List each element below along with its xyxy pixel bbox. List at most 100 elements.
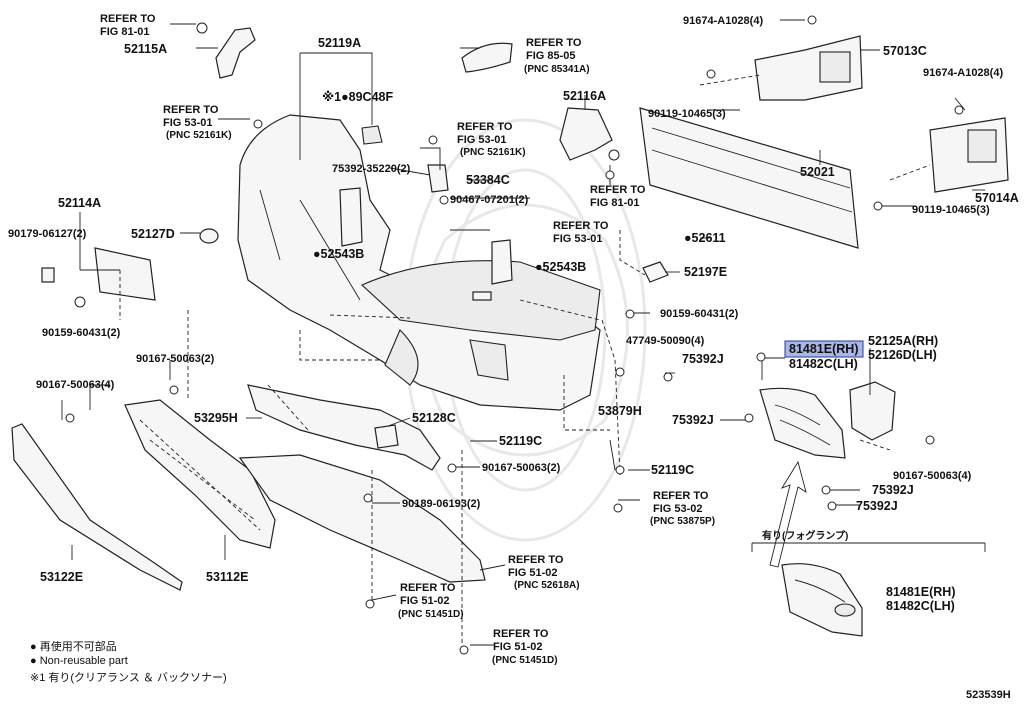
label-75392-35220[interactable]: 75392-35220(2) (332, 163, 411, 175)
lower-frame-53295h[interactable] (247, 384, 441, 471)
label-refer-81-01-b-1[interactable]: REFER TO (590, 184, 646, 196)
washer-cap[interactable] (461, 42, 513, 73)
label-refer-53-02-3[interactable]: (PNC 53875P) (650, 516, 715, 527)
label-refer-85-05-2[interactable]: FIG 85-05 (526, 50, 576, 62)
label-53879h[interactable]: 53879H (598, 404, 642, 418)
label-refer-fig81-01-a-1[interactable]: REFER TO (100, 13, 156, 25)
label-90119-a[interactable]: 90119-10465(3) (648, 108, 726, 120)
grille-53112e[interactable] (124, 399, 276, 549)
label-90189[interactable]: 90189-06193(2) (402, 498, 481, 510)
label-53384c[interactable]: 53384C (466, 173, 510, 187)
label-90167-b[interactable]: 90167-50063(4) (36, 379, 115, 391)
label-90159-a[interactable]: 90159-60431(2) (660, 308, 739, 320)
label-52127d[interactable]: 52127D (131, 227, 175, 241)
label-52125a[interactable]: 52125A(RH) (868, 334, 938, 348)
label-53295h[interactable]: 53295H (194, 411, 238, 425)
label-52543b-b[interactable]: ●52543B (535, 260, 586, 274)
labels: REFER TO FIG 81-01 52115A 52119A ※1●89C4… (8, 13, 1019, 666)
label-refer-85-05-3[interactable]: (PNC 85341A) (524, 64, 590, 75)
fog-cover-81481e[interactable] (759, 387, 846, 459)
label-90179[interactable]: 90179-06127(2) (8, 228, 87, 240)
label-81482c-lh-a[interactable]: 81482C(LH) (789, 357, 858, 371)
label-52114a[interactable]: 52114A (58, 196, 101, 210)
cap-52128c[interactable] (374, 424, 399, 449)
label-52611[interactable]: ●52611 (684, 231, 726, 245)
sensor-89c48f[interactable] (361, 125, 383, 145)
cap-52127d[interactable] (199, 228, 219, 244)
label-refer-53-01-a-2[interactable]: FIG 53-01 (163, 117, 213, 129)
label-refer-53-01-a-3[interactable]: (PNC 52161K) (166, 130, 232, 141)
clip-53384c[interactable] (427, 164, 449, 193)
bracket-52116a[interactable] (559, 107, 620, 161)
label-47749[interactable]: 47749-50090(4) (626, 335, 705, 347)
label-52119c-b[interactable]: 52119C (651, 463, 694, 477)
label-52126d[interactable]: 52126D(LH) (868, 348, 937, 362)
label-52119c-a[interactable]: 52119C (499, 434, 542, 448)
label-81482c-lh-b[interactable]: 81482C(LH) (886, 599, 955, 613)
label-refer-53-01-a-1[interactable]: REFER TO (163, 104, 219, 116)
label-refer-51-02-a-1[interactable]: REFER TO (508, 554, 564, 566)
sensor-bracket-52543b-left[interactable] (339, 187, 363, 247)
bumper-cover-52119a[interactable] (237, 114, 601, 411)
label-refer-85-05-1[interactable]: REFER TO (526, 37, 582, 49)
label-81481e-rh-b[interactable]: 81481E(RH) (886, 585, 955, 599)
label-90167-c[interactable]: 90167-50063(2) (482, 462, 561, 474)
label-89c48f[interactable]: ※1●89C48F (322, 90, 393, 104)
label-90467[interactable]: 90467-07201(2) (450, 194, 529, 206)
clip-52197e[interactable] (642, 261, 669, 283)
label-57013c[interactable]: 57013C (883, 44, 927, 58)
label-refer-fig81-01-a-2[interactable]: FIG 81-01 (100, 26, 150, 38)
fog-cover-variant[interactable] (781, 563, 863, 637)
label-refer-53-01-b-2[interactable]: FIG 53-01 (457, 134, 507, 146)
label-53112e[interactable]: 53112E (206, 570, 248, 584)
label-refer-53-01-c-1[interactable]: REFER TO (553, 220, 609, 232)
label-refer-51-02-b-3[interactable]: (PNC 51451D) (398, 609, 464, 620)
bracket-57013c[interactable] (754, 35, 863, 101)
fog-bracket-52125a[interactable] (849, 381, 896, 441)
label-refer-51-02-b-1[interactable]: REFER TO (400, 582, 456, 594)
label-75392j-a[interactable]: 75392J (682, 352, 724, 366)
label-90159-b[interactable]: 90159-60431(2) (42, 327, 121, 339)
lower-spoiler[interactable] (238, 454, 486, 583)
label-75392j-d[interactable]: 75392J (856, 499, 898, 513)
reinforcement-52021[interactable] (639, 107, 859, 249)
label-52115a[interactable]: 52115A (124, 42, 167, 56)
label-refer-53-02-1[interactable]: REFER TO (653, 490, 709, 502)
license-bracket-52114a[interactable] (41, 247, 156, 308)
label-refer-51-02-b-2[interactable]: FIG 51-02 (400, 595, 450, 607)
label-52116a[interactable]: 52116A (563, 89, 606, 103)
label-75392j-b[interactable]: 75392J (672, 413, 714, 427)
bracket-57014a[interactable] (929, 117, 1009, 193)
label-refer-81-01-b-2[interactable]: FIG 81-01 (590, 197, 640, 209)
pointer-arrow (769, 460, 807, 568)
label-52128c[interactable]: 52128C (412, 411, 456, 425)
label-52543b-a[interactable]: ●52543B (313, 247, 364, 261)
label-refer-53-01-b-3[interactable]: (PNC 52161K) (460, 147, 526, 158)
label-refer-53-01-b-1[interactable]: REFER TO (457, 121, 513, 133)
label-refer-51-02-a-3[interactable]: (PNC 52618A) (514, 580, 580, 591)
label-90167-a[interactable]: 90167-50063(2) (136, 353, 215, 365)
label-52021[interactable]: 52021 (800, 165, 835, 179)
label-refer-51-02-c-2[interactable]: FIG 51-02 (493, 641, 543, 653)
label-90119-b[interactable]: 90119-10465(3) (912, 204, 990, 216)
label-81481e-rh[interactable]: 81481E(RH) (789, 342, 858, 356)
label-52119a[interactable]: 52119A (318, 36, 361, 50)
label-91674-a[interactable]: 91674-A1028(4) (683, 15, 763, 27)
label-refer-51-02-a-2[interactable]: FIG 51-02 (508, 567, 558, 579)
label-91674-b[interactable]: 91674-A1028(4) (923, 67, 1003, 79)
highlight-81481e[interactable] (784, 340, 864, 358)
label-52197e[interactable]: 52197E (684, 265, 727, 279)
label-53122e[interactable]: 53122E (40, 570, 83, 584)
label-90167-d[interactable]: 90167-50063(4) (893, 470, 972, 482)
sensor-bracket-52543b-right[interactable] (491, 239, 513, 285)
label-refer-53-02-2[interactable]: FIG 53-02 (653, 503, 703, 515)
label-refer-51-02-c-1[interactable]: REFER TO (493, 628, 549, 640)
bracket-52115a[interactable] (196, 22, 256, 79)
fasteners (65, 15, 964, 655)
label-57014a[interactable]: 57014A (975, 191, 1019, 205)
label-refer-51-02-c-3[interactable]: (PNC 51451D) (492, 655, 558, 666)
molding-53122e[interactable] (11, 423, 183, 591)
label-75392j-c[interactable]: 75392J (872, 483, 914, 497)
label-refer-53-01-c-2[interactable]: FIG 53-01 (553, 233, 603, 245)
